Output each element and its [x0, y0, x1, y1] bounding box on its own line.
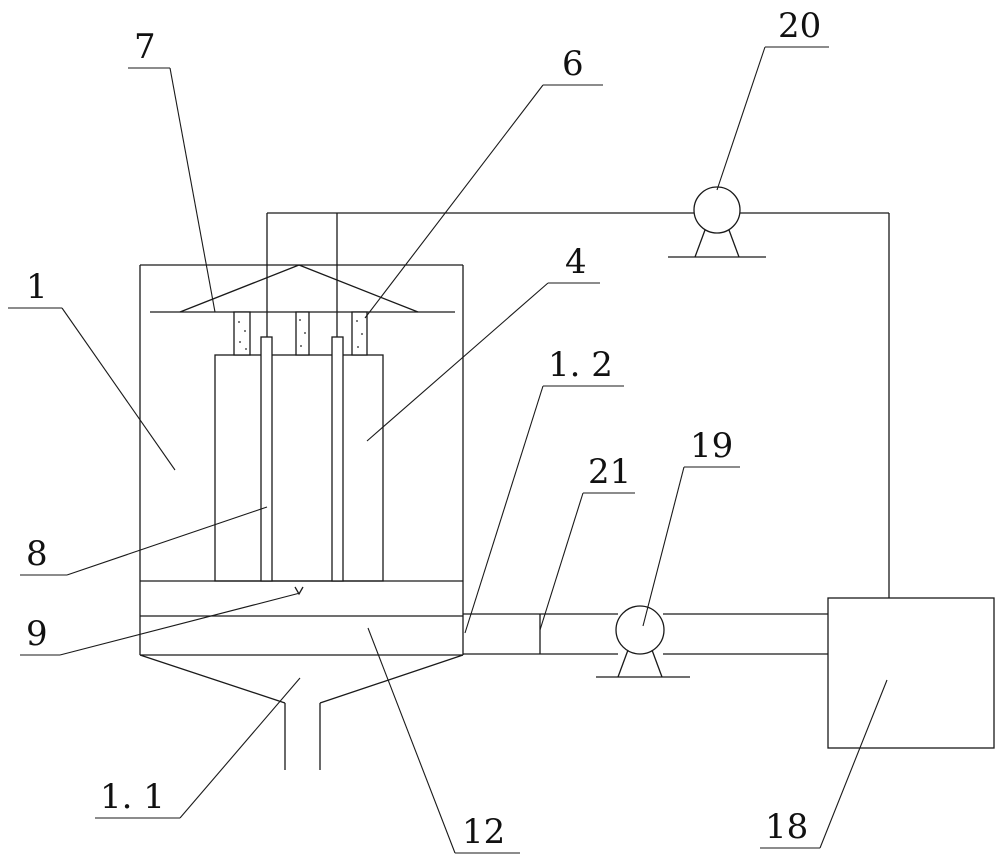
label-9: 9	[26, 614, 48, 654]
tank-18	[827, 597, 995, 749]
label-1: 1	[26, 267, 48, 307]
label-4: 4	[565, 242, 587, 282]
label-12: 12	[462, 812, 505, 852]
label-19: 19	[690, 426, 733, 466]
label-6: 6	[562, 44, 584, 84]
filter-elements	[233, 311, 368, 356]
top-return-pipe	[266, 212, 890, 598]
label-21: 21	[588, 452, 631, 492]
rod-right	[331, 336, 344, 582]
label-8: 8	[26, 534, 48, 574]
pump-19	[596, 605, 690, 678]
label-7: 7	[134, 27, 156, 67]
bottom-pipe	[463, 613, 828, 655]
pump-20	[668, 186, 766, 258]
hood-cover	[150, 264, 455, 313]
label-1-1: 1. 1	[100, 777, 165, 817]
inner-block	[214, 354, 384, 582]
partition-plate	[140, 580, 463, 656]
hopper-outlet	[139, 654, 464, 770]
leader-lines	[8, 46, 888, 854]
label-1-2: 1. 2	[548, 345, 613, 385]
rod-left	[260, 336, 273, 582]
tank-body	[139, 264, 464, 655]
label-18: 18	[765, 807, 808, 847]
label-20: 20	[778, 6, 821, 46]
